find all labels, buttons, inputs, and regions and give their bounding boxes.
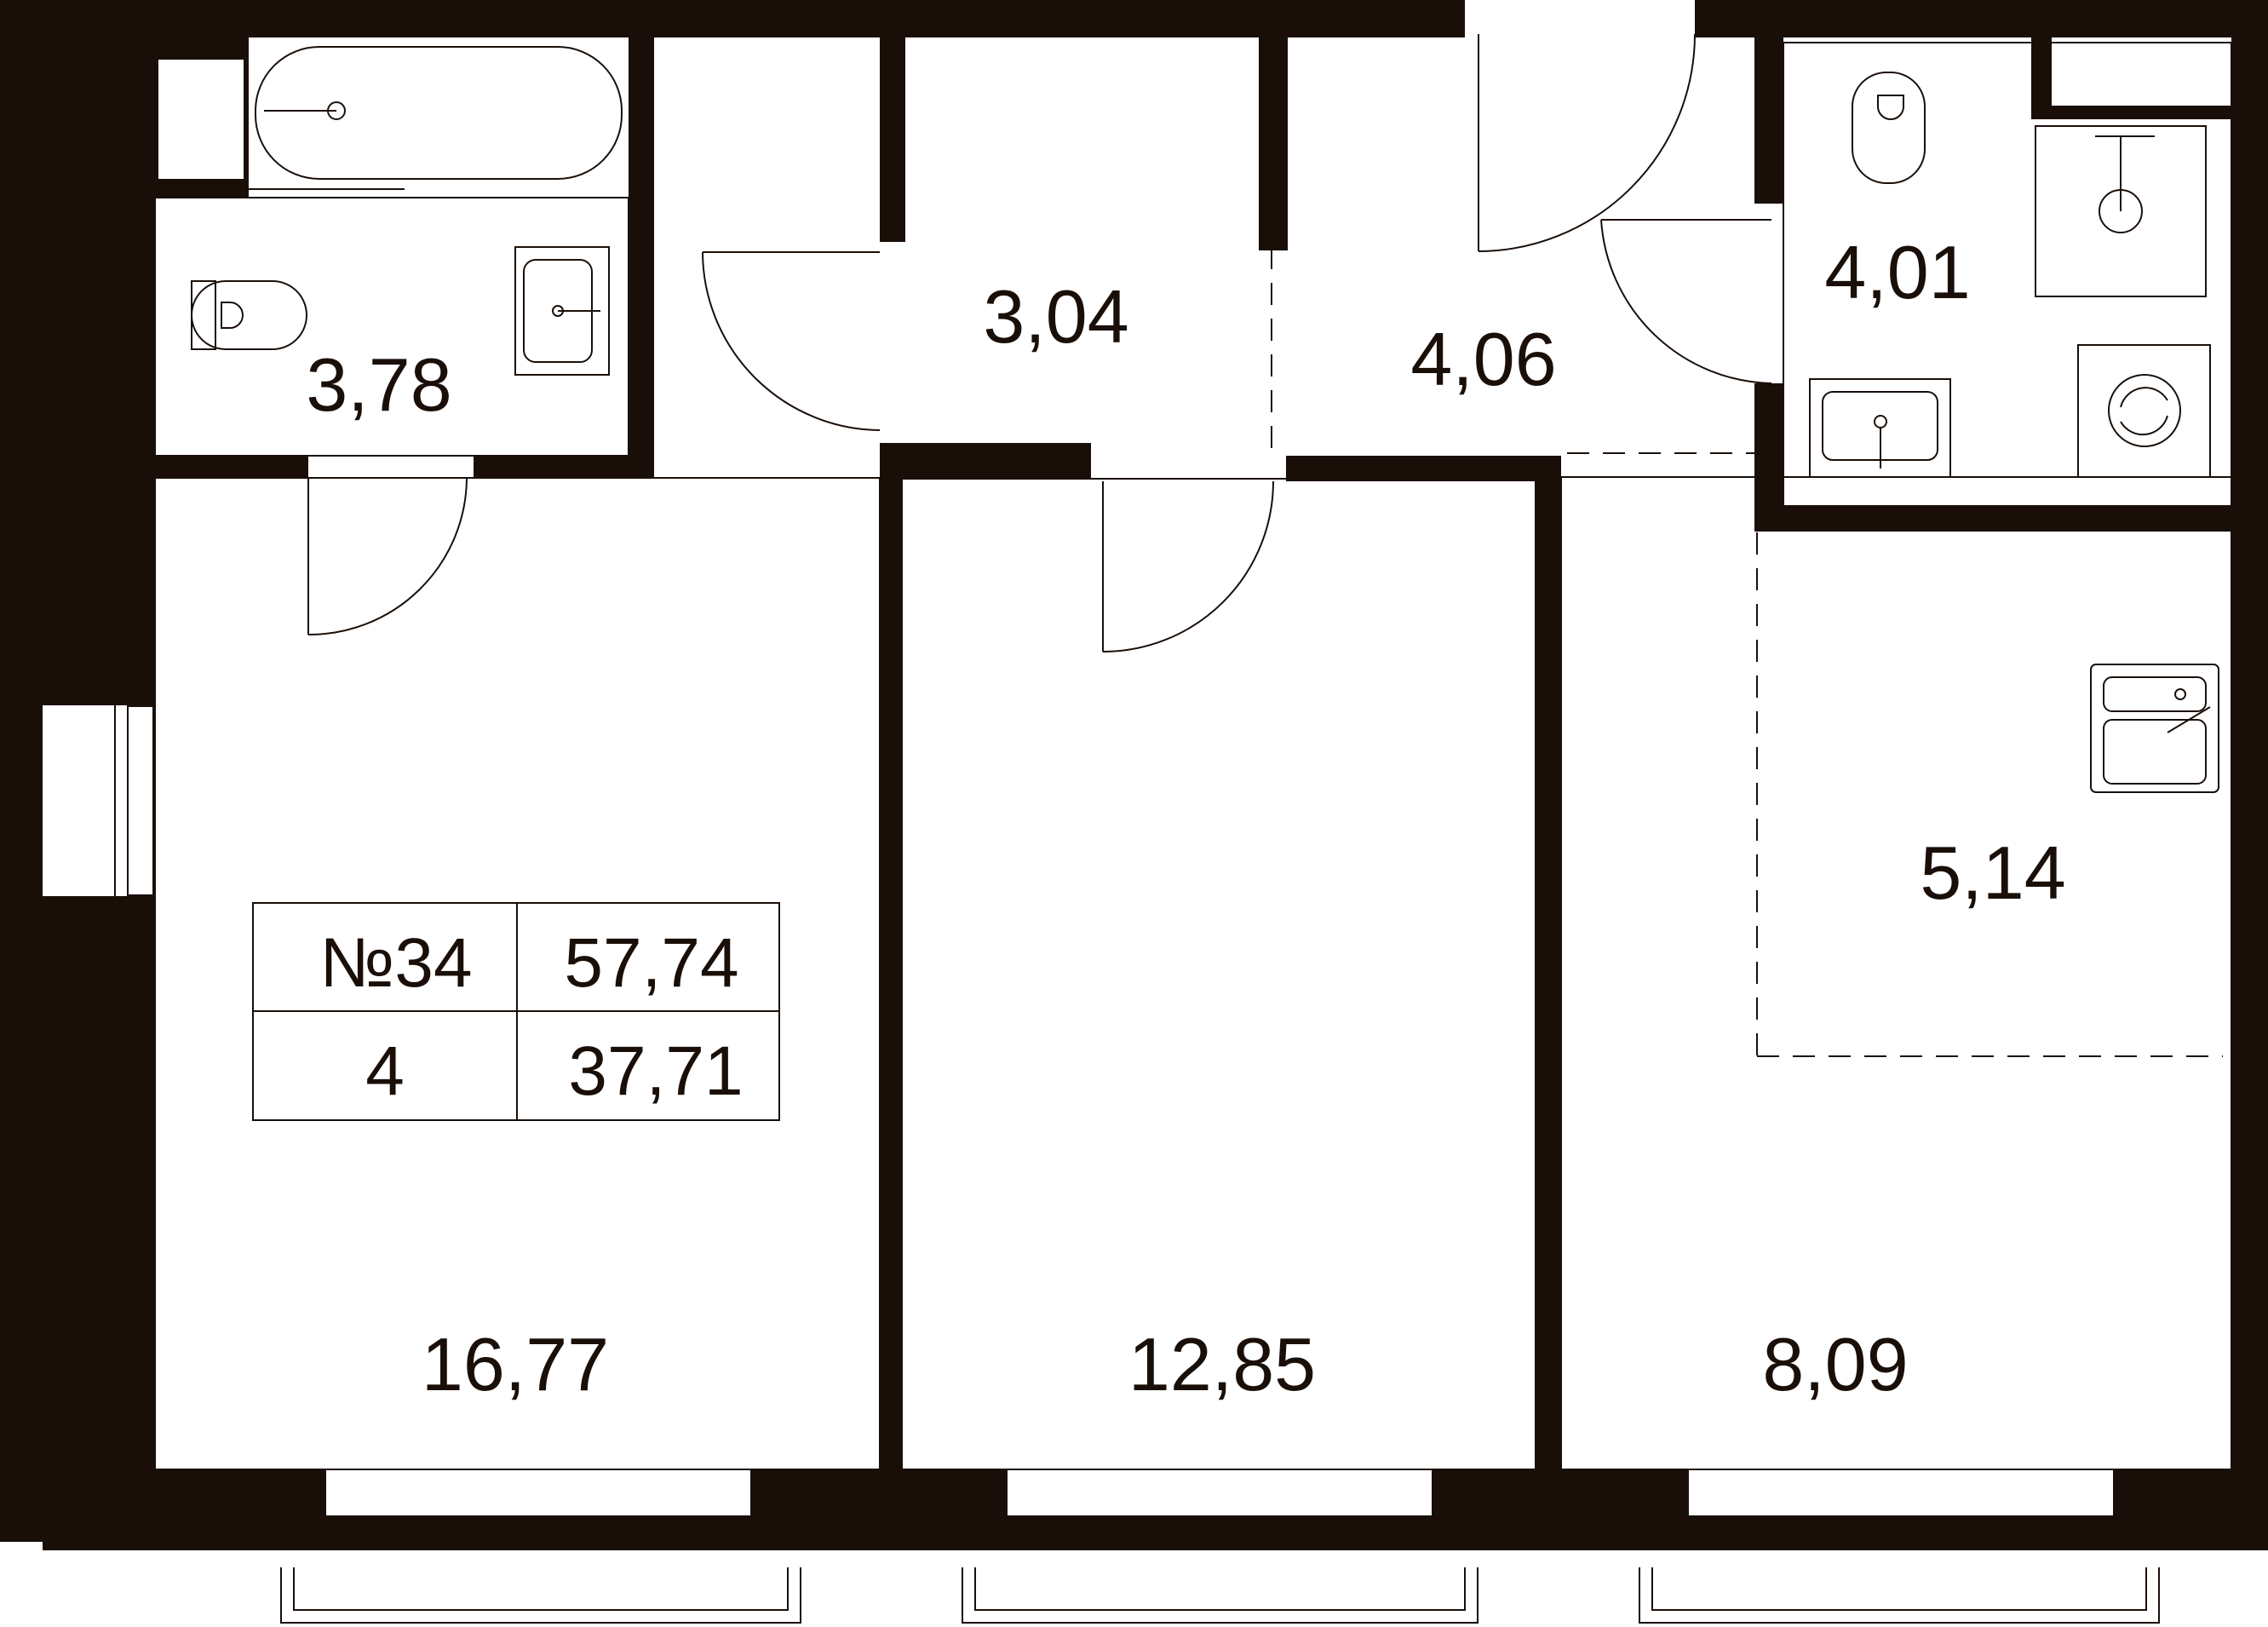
room-area-bedroom-left: 16,77 [422, 1322, 609, 1406]
toilet-icon [1852, 72, 1926, 184]
room-area-bathroom-2: 4,01 [1824, 230, 1970, 314]
toilet-icon [191, 280, 307, 350]
apartment-number: №34 [319, 924, 472, 1002]
room-area-hall: 4,06 [1410, 317, 1556, 401]
sink-icon [514, 246, 610, 376]
room-area-living-right: 8,09 [1762, 1322, 1908, 1406]
floor-number: 4 [365, 1032, 405, 1110]
zone-dashes [1271, 247, 2223, 1057]
sink-icon [1809, 378, 1951, 478]
doors [307, 33, 1772, 653]
washing-machine-icon [2077, 344, 2211, 478]
room-labels: 3,78 3,04 4,06 4,01 5,14 16,77 12,85 8,0… [306, 230, 2065, 1406]
info-table: №34 57,74 4 37,71 [252, 902, 780, 1121]
total-area: 57,74 [564, 924, 738, 1002]
shower-icon [2035, 125, 2207, 297]
room-area-kitchen: 5,14 [1920, 831, 2065, 915]
room-area-bathroom-1: 3,78 [306, 342, 451, 427]
kitchen-sink-icon [2090, 664, 2219, 793]
bathtub-icon [249, 46, 623, 190]
room-area-corridor: 3,04 [983, 274, 1128, 359]
room-area-bedroom-middle: 12,85 [1128, 1322, 1316, 1406]
living-area: 37,71 [568, 1032, 743, 1110]
